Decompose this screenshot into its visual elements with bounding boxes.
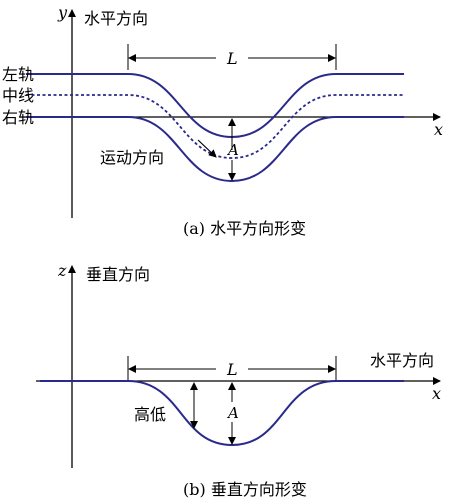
amplitude-label-b: A — [226, 404, 239, 422]
center-line — [26, 94, 404, 159]
left-rail-label: 左轨 — [2, 65, 34, 84]
horizontal-label-b: 水平方向 — [370, 351, 434, 370]
length-label-b: L — [226, 360, 238, 379]
panel-b: z x 垂直方向 水平方向 L 高低 A (b) 垂直方向形变 — [36, 261, 441, 499]
vertical-profile-curve — [40, 380, 404, 447]
x-axis-label: x — [434, 120, 443, 139]
y-axis-label: y — [57, 3, 68, 22]
panel-a: y x 水平方向 左轨 中线 右轨 L A 运动方向 (a) 水平方向形变 — [2, 3, 443, 238]
height-label: 高低 — [134, 405, 166, 424]
caption-b: (b) 垂直方向形变 — [183, 480, 307, 499]
direction-label-b: 垂直方向 — [86, 265, 150, 284]
center-line-label: 中线 — [2, 86, 34, 105]
z-axis-label: z — [57, 261, 67, 280]
motion-direction-arrow — [197, 139, 217, 158]
right-rail-label: 右轨 — [2, 108, 34, 127]
length-label: L — [226, 49, 238, 68]
caption-a: (a) 水平方向形变 — [183, 219, 306, 238]
x-axis-label-b: x — [432, 384, 441, 403]
left-rail — [26, 73, 404, 139]
amplitude-label: A — [226, 141, 239, 159]
direction-label: 水平方向 — [84, 9, 148, 28]
right-rail — [26, 116, 404, 183]
motion-direction-label: 运动方向 — [100, 148, 164, 167]
